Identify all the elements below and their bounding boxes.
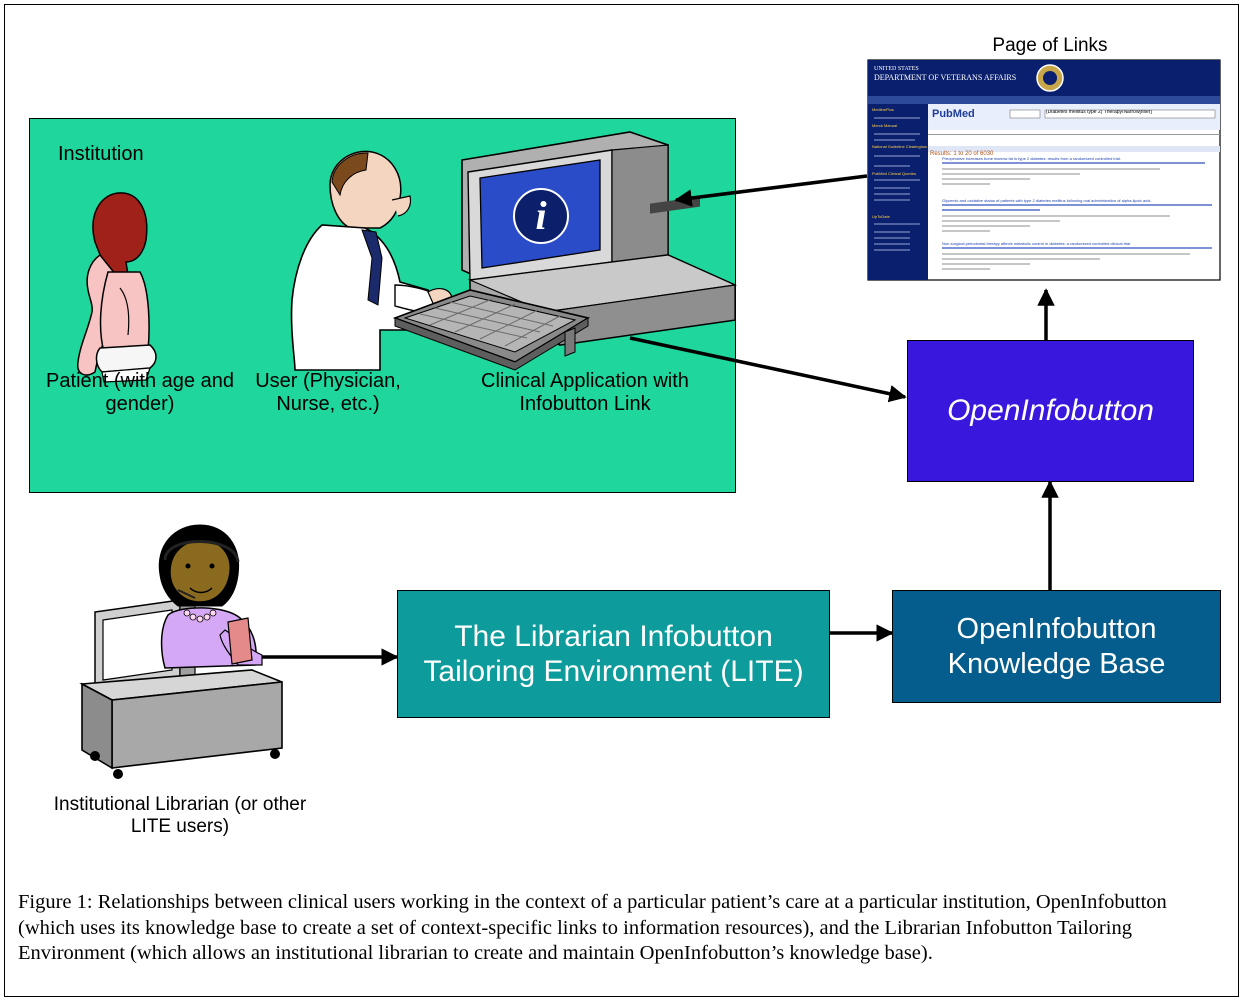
svg-text:i: i [535,193,546,238]
arrows [262,174,1059,666]
screenshot-pubmed-logo: PubMed [932,108,975,120]
lite-label: The Librarian Infobutton Tailoring Envir… [423,619,804,688]
screenshot-result-3: Non-surgical periodontal therapy affects… [942,242,1132,246]
screenshot-sidebar-medlineplus: MedlinePlus [872,107,894,112]
librarian-label: Institutional Librarian (or other LITE u… [53,794,307,837]
figure-frame [4,4,1239,997]
screenshot-sidebar-merck: Merck Manual [872,123,898,128]
knowledge-base-box: OpenInfobutton Knowledge Base [892,590,1221,703]
screenshot-results-header: Results: 1 to 20 of 6030 [930,151,994,157]
openinfobutton-label: OpenInfobutton [947,394,1154,427]
screenshot-sidebar-pubmed-queries: PubMed Clinical Queries [872,172,917,176]
patient-label: Patient (with age and gender) [46,370,234,415]
screenshot-sidebar-uptodate: UpToDate [872,214,890,219]
screenshot-agency-line1: UNITED STATES [874,66,919,72]
page-of-links-screenshot [867,59,1221,281]
screenshot-result-1: Preoperative increases bone marrow fat i… [942,157,1121,161]
clinical-computer: i [392,131,738,371]
screenshot-search-query: (Diabetes mellitus type 2) Therapy/Narro… [1046,110,1152,115]
page-of-links-title: Page of Links [992,35,1108,56]
lite-box: The Librarian Infobutton Tailoring Envir… [397,590,830,718]
institution-label: Institution [58,143,144,165]
physician-figure [290,150,453,371]
screenshot-sidebar-ngc: National Guideline Clearinghouse [872,145,927,149]
knowledge-base-label: OpenInfobutton Knowledge Base [947,612,1166,680]
screenshot-result-2: Glycemic and oxidative status of patient… [942,199,1152,203]
screenshot-agency-line2: DEPARTMENT OF VETERANS AFFAIRS [874,73,1017,82]
openinfobutton-box: OpenInfobutton [907,340,1194,482]
user-label: User (Physician, Nurse, etc.) [255,370,401,415]
figure-caption: Figure 1: Relationships between clinical… [18,891,1167,965]
patient-figure [77,192,157,383]
librarian-figure [79,524,283,779]
clinical-application-label: Clinical Application with Infobutton Lin… [481,370,689,415]
